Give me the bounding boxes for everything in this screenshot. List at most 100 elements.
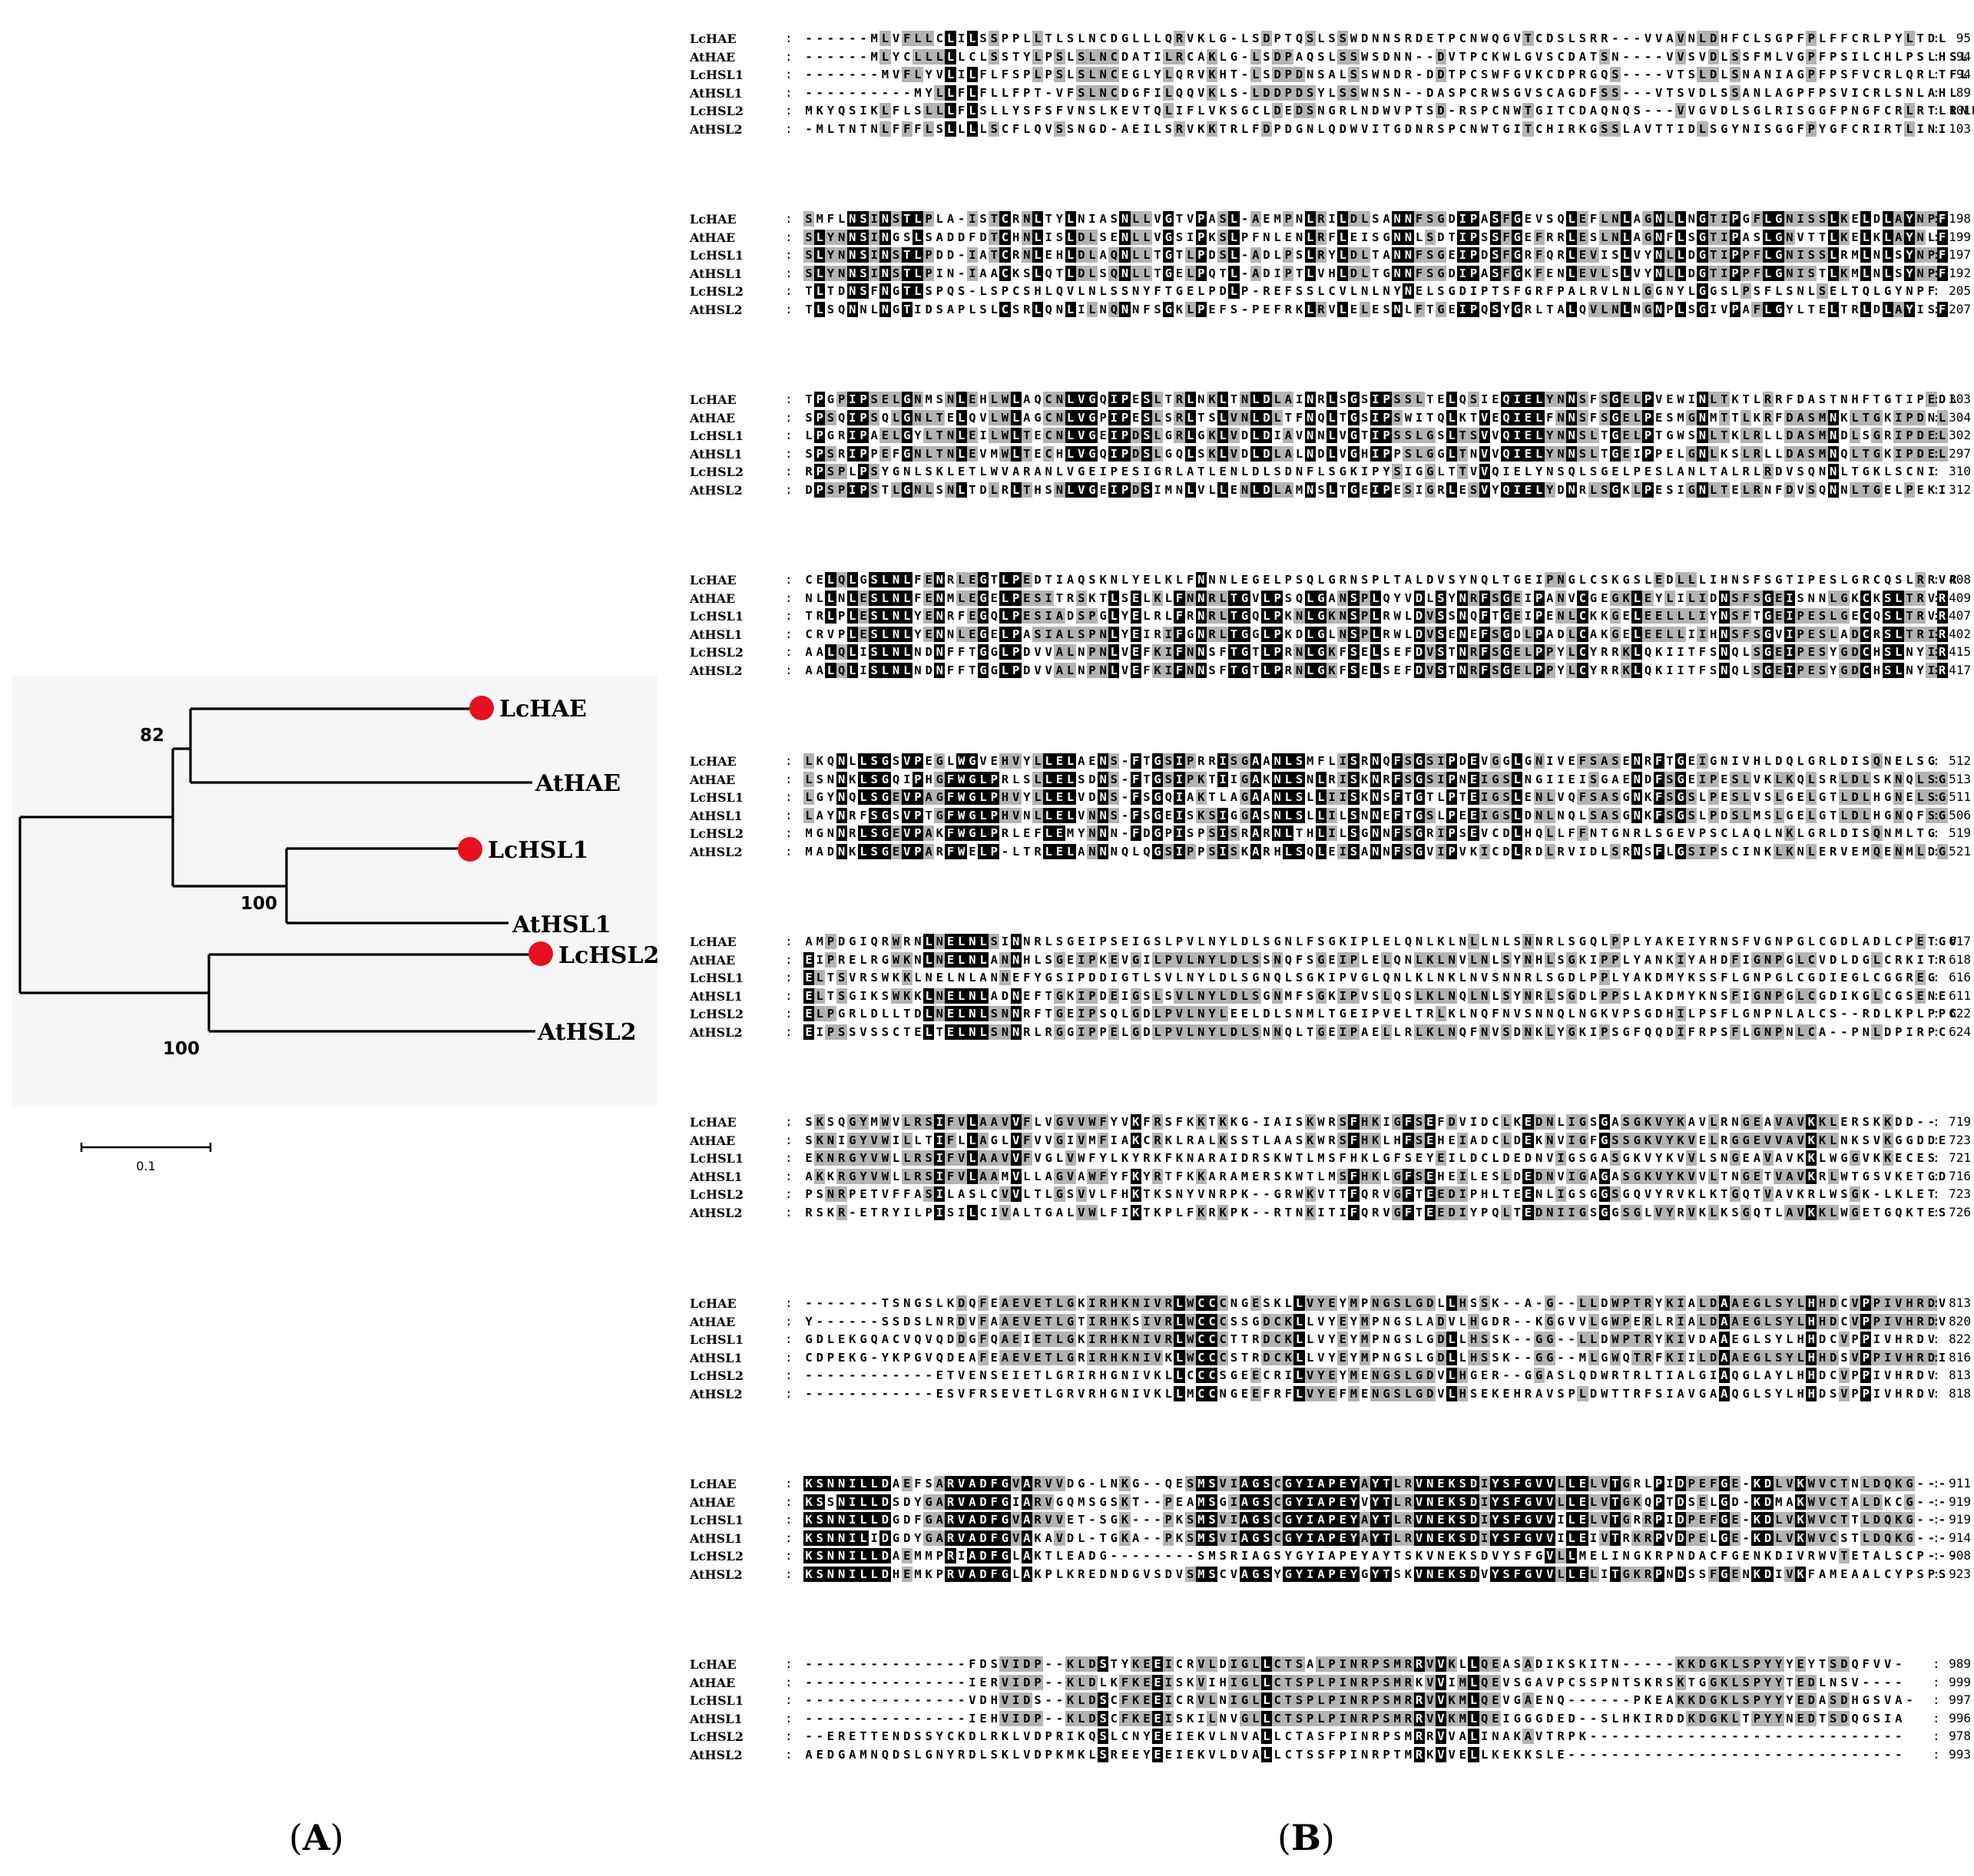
separator: : [785, 247, 793, 263]
separator: : [1933, 31, 1940, 45]
scale-bar-label: 0.1 [136, 1159, 155, 1173]
tree-branch-root [18, 816, 209, 994]
separator: : [785, 1006, 793, 1021]
residue-position: 415 [1949, 644, 1971, 660]
separator: : [785, 1168, 793, 1183]
separator: : [1933, 211, 1940, 226]
residue-position: 624 [1949, 1024, 1971, 1039]
separator: : [785, 1476, 793, 1491]
separator: : [1933, 1114, 1940, 1129]
residue-position: 101 [1949, 103, 1971, 118]
separator: : [1933, 1729, 1940, 1744]
residue-position: 978 [1949, 1729, 1971, 1744]
separator: : [785, 844, 793, 859]
separator: : [1933, 753, 1940, 768]
residue-position: 89 [1956, 84, 1971, 100]
separator: : [785, 826, 793, 841]
sequence-name: LcHSL1 [690, 68, 744, 83]
sequence-name: AtHSL2 [690, 1748, 743, 1762]
taxon-marker-lchae [469, 696, 494, 720]
sequence-name: LcHSL2 [690, 465, 744, 480]
sequence-name: AtHSL1 [690, 446, 743, 462]
separator: : [785, 1530, 793, 1545]
residue-position: 911 [1949, 1476, 1971, 1491]
separator: : [1933, 1368, 1940, 1383]
separator: : [1933, 988, 1940, 1003]
separator: : [785, 48, 793, 64]
tree-branch-hsl1-clade [173, 847, 508, 925]
separator: : [1933, 663, 1940, 677]
separator: : [1933, 1313, 1940, 1328]
separator: : [785, 1656, 793, 1671]
sequence-name: AtHSL2 [690, 1387, 743, 1401]
separator: : [785, 771, 793, 786]
separator: : [785, 1386, 793, 1401]
separator: : [785, 1132, 793, 1147]
separator: : [1933, 1656, 1940, 1671]
sequence-name: LcHSL1 [690, 1151, 744, 1166]
separator: : [785, 626, 793, 641]
residue-position: 716 [1949, 1168, 1971, 1183]
sequence-name: LcHSL2 [690, 1187, 744, 1203]
separator: : [785, 988, 793, 1003]
sequence-name: AtHAE [690, 49, 736, 65]
residue-position: 611 [1949, 988, 1971, 1003]
sequence-name: AtHAE [690, 952, 736, 968]
residue-position: 719 [1949, 1114, 1971, 1129]
sequence-name: AtHSL2 [690, 845, 743, 859]
separator: : [785, 1567, 793, 1581]
separator: : [785, 464, 793, 479]
separator: : [785, 572, 793, 587]
residue-position: 818 [1949, 1386, 1971, 1401]
separator: : [1933, 392, 1940, 406]
residue-position: 997 [1949, 1692, 1971, 1708]
residue-position: 908 [1949, 1548, 1971, 1563]
separator: : [1933, 771, 1940, 786]
residue-position: 723 [1949, 1186, 1971, 1202]
phylogenetic-tree-panel: LcHAE AtHAE LcHSL1 AtHSL1 LcHSL2 AtHSL2 … [12, 676, 657, 1106]
separator: : [785, 428, 793, 443]
residue-position: 407 [1949, 608, 1971, 624]
sequence-name: AtHSL1 [690, 1530, 743, 1546]
sequence-name: LcHSL1 [690, 248, 744, 263]
residue-position: 506 [1949, 807, 1971, 822]
separator: : [785, 103, 793, 118]
sequence-name: LcHAE [690, 1657, 737, 1672]
separator: : [1933, 1476, 1940, 1491]
separator: : [1933, 590, 1940, 605]
separator: : [1933, 970, 1940, 985]
